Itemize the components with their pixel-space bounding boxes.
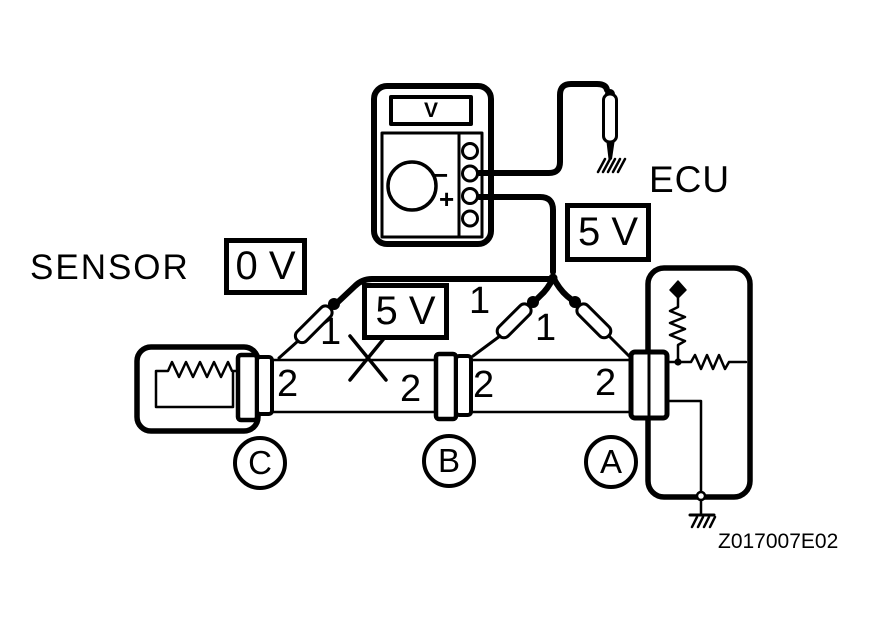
meter-minus-port-label: − (433, 160, 449, 190)
negative-test-lead (476, 81, 627, 176)
sensor-resistor-icon (154, 360, 244, 409)
probe-connector-a (550, 274, 631, 358)
ground-probe-icon (602, 89, 618, 160)
voltmeter (371, 83, 494, 247)
terminal-2-label-mid: 2 (400, 368, 422, 410)
terminal-2-label-c: 2 (277, 363, 299, 405)
meter-display-value: V (423, 98, 438, 122)
series-resistor-icon (665, 353, 748, 371)
connector-c-badge: C (233, 436, 287, 490)
meter-dial-icon (386, 160, 438, 212)
connector-a-voltage-box: 5 V (565, 203, 651, 262)
ecu-ground-path (665, 399, 717, 529)
meter-display (389, 95, 473, 126)
terminal-1-label-a: 1 (535, 307, 557, 349)
terminal-1-label-c: 1 (320, 311, 342, 353)
connector-b-badge: B (422, 434, 476, 488)
pullup-resistor-icon (668, 294, 687, 364)
figure-code: Z017007E02 (718, 530, 839, 553)
connector-a-badge: A (584, 435, 638, 489)
connector-b (433, 351, 473, 422)
connector-b-voltage-box: 5 V (362, 283, 449, 340)
harness-wires (270, 358, 635, 414)
open-circuit-x-mark (348, 334, 388, 382)
meter-plus-port-label: + (439, 184, 455, 214)
probe-connector-c (277, 276, 556, 360)
ground-symbol-icon (688, 513, 717, 529)
connector-a (628, 349, 670, 421)
terminal-2-label-b: 2 (473, 364, 495, 406)
terminal-1-label-b: 1 (469, 280, 491, 322)
sensor-label: SENSOR (30, 248, 190, 287)
ecu-label: ECU (649, 159, 731, 200)
ecu-internal-circuit (665, 280, 748, 529)
meter-panel (380, 131, 484, 239)
terminal-2-label-a: 2 (595, 362, 617, 404)
ground-hatch-icon (596, 157, 627, 174)
connector-c (235, 352, 274, 423)
sensor-voltage-box: 0 V (224, 238, 307, 295)
